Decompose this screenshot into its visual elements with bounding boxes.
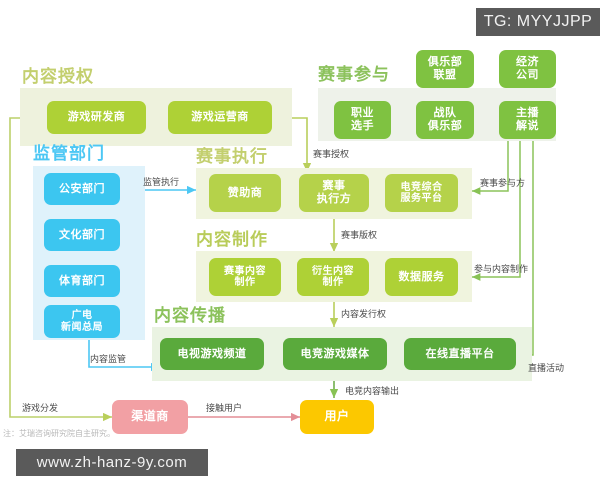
node-event-organizer[interactable]: 赛事 执行方 (299, 174, 369, 212)
watermark-url: www.zh-hanz-9y.com (16, 449, 208, 476)
node-culture-dept[interactable]: 文化部门 (44, 219, 120, 251)
node-team-club[interactable]: 战队 俱乐部 (416, 101, 474, 139)
node-pro-player-line2: 选手 (351, 120, 374, 132)
node-pro-player-line1: 职业 (351, 107, 374, 120)
panel-title-regulation: 监管部门 (33, 144, 105, 163)
edge-label-reach-users: 接触用户 (206, 404, 243, 414)
node-esports-service-platform-line2: 服务平台 (400, 193, 443, 204)
node-esports-media[interactable]: 电竞游戏媒体 (283, 338, 387, 370)
edge-label-content-distribution-right: 内容发行权 (341, 310, 387, 320)
node-tv-game-channel[interactable]: 电视游戏频道 (160, 338, 264, 370)
node-event-content-production-line1: 赛事内容 (224, 265, 266, 277)
node-sarft[interactable]: 广电 新闻总局 (44, 305, 120, 338)
node-public-security-dept[interactable]: 公安部门 (44, 173, 120, 205)
node-agency-company-line2: 公司 (516, 69, 539, 81)
node-agency-company-line1: 经济 (516, 56, 539, 69)
edge-label-event-copyright: 赛事版权 (341, 231, 378, 241)
node-agency-company[interactable]: 经济 公司 (499, 50, 556, 88)
panel-title-content-authorization: 内容授权 (22, 67, 94, 86)
edge-label-esports-content-output: 电竞内容输出 (345, 387, 400, 397)
node-esports-service-platform-line1: 电竞综合 (400, 181, 443, 193)
edge-label-content-supervision: 内容监管 (90, 355, 127, 365)
node-anchor-commentator-line2: 解说 (516, 120, 539, 132)
panel-title-content-distribution: 内容传播 (154, 306, 226, 325)
edge-label-event-authorization: 赛事授权 (313, 150, 350, 160)
panel-title-event-execution: 赛事执行 (196, 147, 268, 166)
node-derivative-content-production[interactable]: 衍生内容 制作 (297, 258, 369, 296)
node-sports-dept[interactable]: 体育部门 (44, 265, 120, 297)
edge-label-participate-in-production: 参与内容制作 (474, 265, 529, 275)
edge-label-event-participants: 赛事参与方 (480, 179, 526, 189)
edge-label-game-distribution: 游戏分发 (22, 404, 59, 414)
node-sarft-line2: 新闻总局 (61, 321, 103, 333)
node-data-service[interactable]: 数据服务 (385, 258, 458, 296)
node-anchor-commentator[interactable]: 主播 解说 (499, 101, 556, 139)
node-game-operator[interactable]: 游戏运营商 (168, 101, 272, 134)
node-sarft-line1: 广电 (71, 310, 93, 321)
node-derivative-content-production-line2: 制作 (322, 277, 344, 288)
node-sponsor[interactable]: 赞助商 (209, 174, 281, 212)
node-event-organizer-line1: 赛事 (322, 180, 346, 193)
node-channel-provider[interactable]: 渠道商 (112, 400, 188, 434)
edge-participants-to-live (515, 141, 534, 359)
edge-label-live-activity: 直播活动 (528, 364, 565, 374)
panel-title-content-production: 内容制作 (196, 230, 268, 249)
node-club-union-line2: 联盟 (433, 69, 457, 81)
node-live-streaming-platform[interactable]: 在线直播平台 (404, 338, 516, 370)
node-event-content-production[interactable]: 赛事内容 制作 (209, 258, 281, 296)
watermark-telegram: TG: MYYJJPP (476, 8, 600, 36)
node-event-content-production-line2: 制作 (234, 277, 256, 288)
node-anchor-commentator-line1: 主播 (516, 107, 539, 120)
node-derivative-content-production-line1: 衍生内容 (312, 265, 354, 277)
node-club-union-line1: 俱乐部 (427, 56, 463, 69)
node-club-union[interactable]: 俱乐部 联盟 (416, 50, 474, 88)
node-team-club-line1: 战队 (433, 107, 457, 120)
node-game-developer[interactable]: 游戏研发商 (47, 101, 146, 134)
source-footnote: 注：艾瑞咨询研究院自主研究。 (3, 429, 115, 438)
node-event-organizer-line2: 执行方 (316, 193, 352, 205)
node-pro-player[interactable]: 职业 选手 (334, 101, 391, 139)
node-user[interactable]: 用户 (300, 400, 374, 434)
node-team-club-line2: 俱乐部 (427, 120, 463, 132)
node-esports-service-platform[interactable]: 电竞综合 服务平台 (385, 174, 458, 212)
panel-title-event-participation: 赛事参与 (318, 65, 390, 84)
edge-label-regulatory-enforcement: 监管执行 (143, 178, 180, 188)
edge-operator-to-executor (291, 117, 312, 173)
edge-participants-to-production (471, 141, 521, 281)
